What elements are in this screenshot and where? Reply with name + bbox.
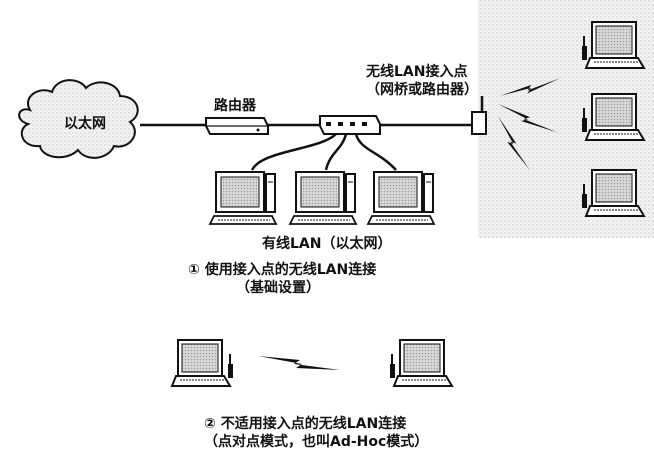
wireless-signal-icon [258, 356, 340, 370]
router-icon [205, 117, 269, 135]
laptop-icon [171, 339, 234, 387]
laptop-icon [581, 21, 645, 69]
cloud-icon [18, 79, 139, 159]
lan-cables [250, 133, 397, 171]
caption-1: ① 使用接入点的无线LAN连接 [188, 262, 377, 278]
access-point-icon [471, 96, 487, 135]
access-point-label: 无线LAN接入点 [366, 64, 468, 80]
laptop-icon [581, 93, 645, 141]
desktop-computer-icon [367, 171, 435, 225]
access-point-sublabel: （网桥或路由器） [366, 82, 478, 98]
caption-2: ② 不适用接入点的无线LAN连接 [204, 416, 407, 432]
caption-2-sub: （点对点模式，也叫Ad-Hoc模式） [204, 434, 429, 450]
internet-label: 以太网 [64, 116, 106, 132]
hub-icon [319, 115, 381, 135]
router-label: 路由器 [214, 98, 256, 114]
laptop-icon [581, 169, 645, 217]
desktop-computer-icon [209, 171, 277, 225]
caption-1-sub: （基础设置） [236, 280, 320, 296]
desktop-computer-icon [289, 171, 357, 225]
laptop-icon [389, 339, 453, 387]
wired-lan-label: 有线LAN（以太网） [262, 236, 392, 252]
